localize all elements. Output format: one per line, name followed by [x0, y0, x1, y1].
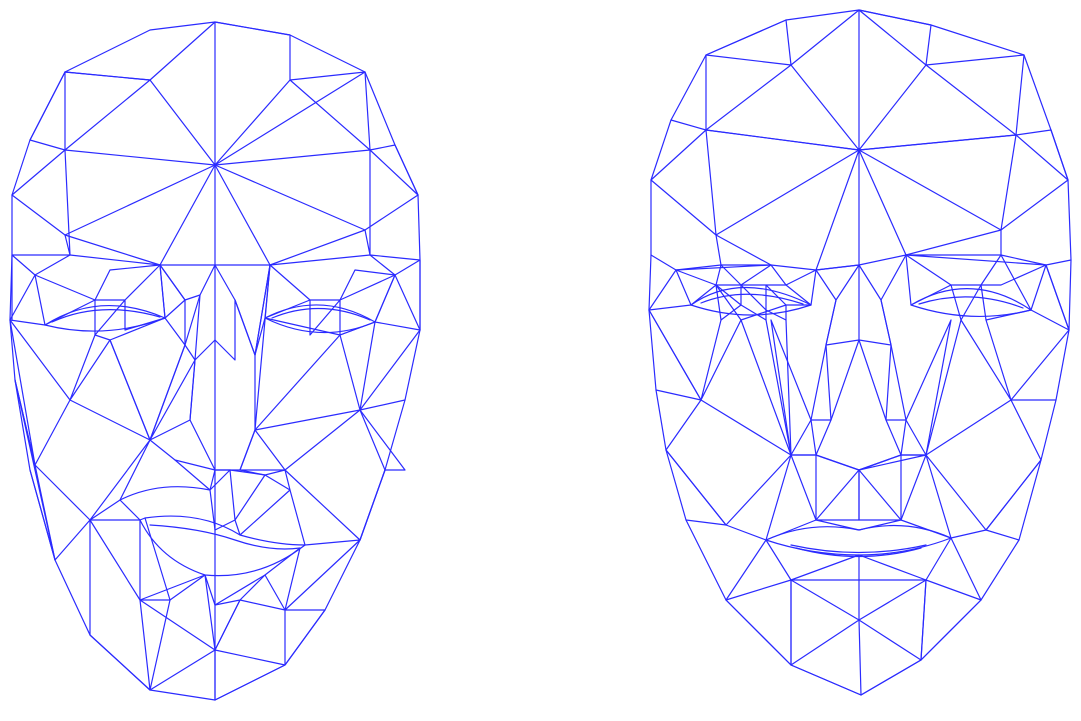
left-eye-left-lid [51, 309, 161, 323]
left-face-mesh-panel [0, 0, 540, 721]
left-jaw-lines [34, 464, 386, 701]
right-eye-right-lid [918, 296, 1024, 309]
right-jaw-lines [665, 449, 727, 526]
left-forehead-lines-5 [289, 79, 419, 196]
left-jaw-lines-3 [214, 574, 266, 651]
left-nose-lines-3 [149, 264, 216, 471]
left-brow-lines-5 [64, 164, 366, 266]
left-nose-lines-2 [184, 264, 271, 361]
left-eye-right-lid [271, 307, 371, 321]
right-nose-lines-4 [858, 339, 892, 346]
right-eye-left-mesh-2 [715, 284, 787, 321]
left-mouth-mesh-2 [174, 459, 236, 531]
left-cheek-left [9, 319, 151, 521]
right-eye-left-mesh-4 [648, 269, 692, 311]
left-brow-lines-7 [369, 254, 421, 331]
right-eye-left-lid [700, 293, 804, 305]
left-forehead-lines-4 [11, 71, 151, 196]
right-face-mesh-lines [648, 9, 1072, 696]
left-face-wireframe [9, 21, 421, 701]
right-eye-right-mesh [905, 254, 1032, 321]
left-mouth-lip-line-2 [149, 524, 301, 550]
right-mouth-mesh-4 [925, 529, 987, 601]
right-face-wireframe [648, 9, 1072, 696]
right-forehead-lines-3 [925, 64, 1069, 181]
right-nose-lines-3 [825, 264, 860, 346]
left-cheek-right [254, 317, 421, 541]
right-eye-right-mesh-2 [980, 264, 1070, 331]
right-brow-lines-2 [858, 134, 1072, 266]
left-brow-lines-6 [11, 254, 71, 321]
left-jaw-lines-2 [139, 519, 216, 651]
right-nose-lines-5 [770, 319, 817, 456]
left-mouth-outline [119, 469, 306, 577]
left-forehead-lines-3 [64, 71, 371, 166]
right-cheek-right [925, 319, 1070, 531]
right-mouth-mesh-2 [815, 454, 902, 521]
right-jaw-lines-6 [860, 659, 922, 696]
left-cheek-right-2 [359, 399, 406, 471]
right-jaw-lines-5 [790, 554, 862, 696]
right-eye-left-mesh-3 [675, 264, 817, 306]
right-jaw-lines-2 [985, 459, 1042, 541]
left-mouth-mesh-3 [234, 469, 291, 536]
left-mouth-mesh [89, 439, 301, 611]
left-brow-lines-2 [364, 149, 419, 256]
right-face-mesh-panel [541, 0, 1081, 721]
left-cheek-left-2 [109, 317, 186, 441]
left-eye-right-mesh-2 [339, 269, 421, 331]
right-cheek-left-2 [648, 309, 702, 401]
left-forehead-lines [64, 21, 216, 166]
right-mouth-mesh [765, 454, 952, 541]
left-forehead-lines-2 [214, 21, 366, 166]
right-jaw-lines-7 [790, 554, 927, 581]
left-face-mesh-lines [9, 21, 421, 701]
right-mouth-lip-line [790, 544, 927, 554]
left-mouth-lip-line [144, 515, 306, 546]
left-eye-left-mesh [9, 264, 166, 336]
right-forehead-lines [705, 9, 1025, 151]
left-eye-right-mesh [264, 264, 396, 336]
right-jaw-lines-3 [725, 579, 982, 666]
left-nose-lines-4 [239, 264, 286, 471]
left-brow-lines [11, 149, 71, 256]
left-jaw-lines-4 [14, 379, 56, 561]
right-forehead-lines-2 [650, 64, 792, 181]
left-brow-lines-4 [69, 164, 371, 266]
left-cheek-left-3 [9, 319, 36, 466]
left-nose-lines [184, 264, 256, 471]
right-mouth-mesh-3 [725, 524, 792, 601]
